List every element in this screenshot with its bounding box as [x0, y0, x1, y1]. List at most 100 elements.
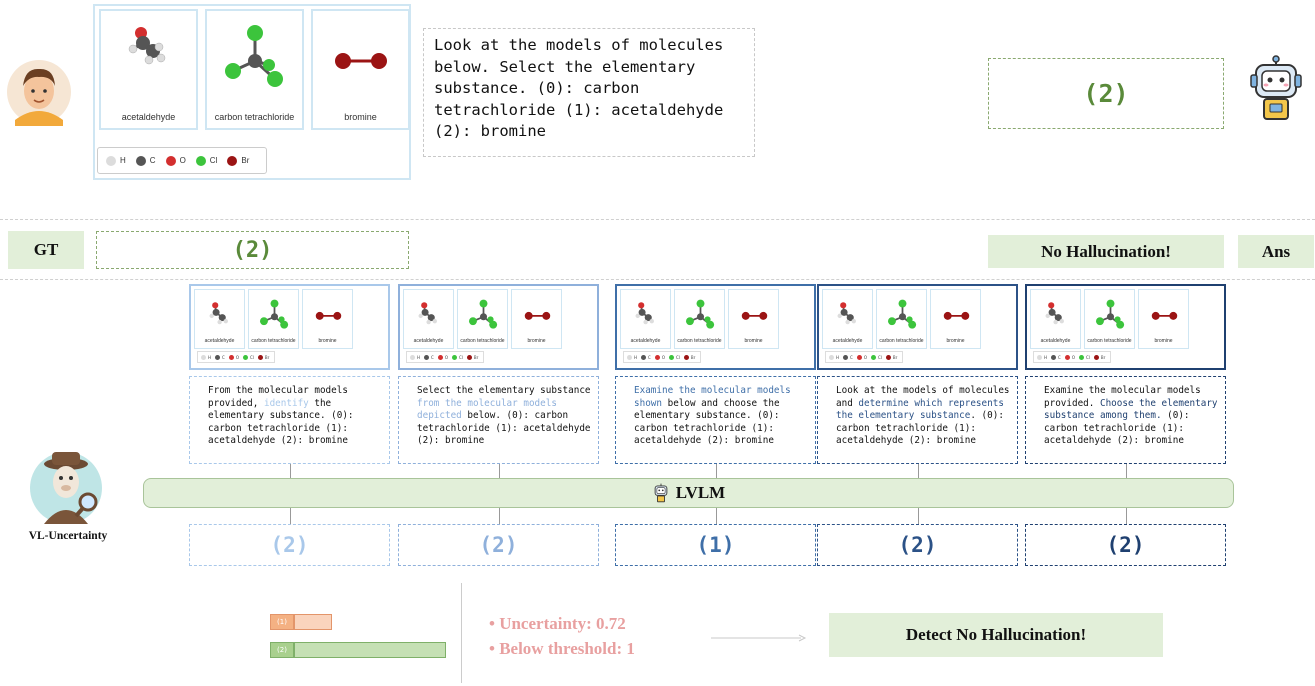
atom-legend: H C O Cl Br: [97, 147, 267, 174]
molecule-model-icon: [315, 311, 342, 320]
verdict-label: No Hallucination!: [988, 235, 1224, 268]
legend-dot-icon: [135, 155, 146, 166]
prompt-text: below. (0): carbon tetrachloride (1): ac…: [417, 410, 591, 447]
gt-answer-text: (2): [232, 237, 273, 263]
bullet-uncertainty: • Uncertainty: 0.72: [489, 614, 626, 633]
perturbed-prompt-box: Examine the molecular models shown below…: [615, 376, 816, 464]
legend-dot-icon: [668, 354, 674, 360]
variant-answer-text: (2): [898, 533, 937, 557]
molecule-cell-bromine: bromine: [302, 289, 353, 349]
legend-label: Cl: [249, 354, 254, 360]
molecule-model-icon: [1095, 299, 1125, 329]
molecule-label: carbon tetrachloride: [677, 338, 722, 344]
molecule-model-icon: [418, 302, 437, 325]
molecule-label: bromine: [527, 338, 546, 344]
legend-label: H: [1044, 354, 1048, 360]
prompt-highlight: determine which represents the elementar…: [836, 397, 1004, 422]
gt-answer-box: (2): [96, 231, 409, 269]
variant-answer-text: (2): [270, 533, 309, 557]
legend-dot-icon: [1078, 354, 1084, 360]
legend-label: Cl: [675, 354, 680, 360]
legend-label: Br: [1100, 354, 1106, 360]
prompt-text: the elementary substance. (0): carbon te…: [208, 397, 354, 447]
connector-line: [917, 508, 919, 524]
prompt-highlight: identify: [263, 397, 309, 409]
legend-label: O: [863, 354, 867, 360]
variant-answer-box: (2): [817, 524, 1018, 566]
legend-label: C: [222, 354, 225, 360]
legend-label: Cl: [877, 354, 882, 360]
prompt-text: Look at the models of molecules and: [836, 385, 1010, 409]
answer-distribution-chart: (1) (2): [270, 610, 460, 665]
molecule-cell-bromine: bromine: [728, 289, 779, 349]
molecule-cell-acetaldehyde: acetaldehyde: [403, 289, 454, 349]
carbon-tetrachloride-model-icon: [225, 25, 283, 87]
legend-dot-icon: [437, 354, 443, 360]
ans-label: Ans: [1238, 235, 1314, 268]
legend-dot-icon: [201, 354, 206, 360]
molecule-model-icon: [1151, 311, 1178, 320]
robot-icon: [1250, 55, 1302, 123]
result-box: Detect No Hallucination!: [829, 613, 1163, 657]
legend-label: Cl: [458, 354, 463, 360]
molecule-cell-carbon-tetrachloride: carbon tetrachloride: [876, 289, 927, 349]
vertical-separator: [461, 583, 462, 683]
legend-label: O: [1071, 354, 1075, 360]
prompt-text: below and choose the elementary substanc…: [634, 397, 780, 447]
connector-line: [917, 464, 919, 478]
legend-dot-icon: [829, 354, 834, 360]
molecule-model-icon: [1045, 302, 1064, 325]
connector-line: [289, 508, 291, 524]
divider: [0, 279, 1315, 280]
connector-line: [715, 464, 717, 478]
connector-line: [498, 508, 500, 524]
question-box: Look at the models of molecules below. S…: [423, 28, 755, 157]
legend-label: C: [149, 156, 156, 165]
legend-dot-icon: [106, 155, 116, 166]
molecule-label: carbon tetrachloride: [251, 338, 296, 344]
molecule-cell-acetaldehyde: acetaldehyde: [620, 289, 671, 349]
molecule-model-icon: [259, 299, 289, 329]
robot-icon: [654, 483, 668, 503]
variant-answer-text: (1): [696, 533, 735, 557]
legend-dot-icon: [641, 354, 647, 360]
variant-answer-box: (2): [398, 524, 599, 566]
arrow: [711, 628, 807, 642]
bar-answer-1: (1): [270, 614, 332, 630]
molecule-label: bromine: [344, 112, 377, 122]
connector-line: [715, 508, 717, 524]
bullet-threshold: • Below threshold: 1: [489, 639, 635, 658]
connector-line: [1125, 508, 1127, 524]
molecule-label: acetaldehyde: [413, 338, 444, 344]
connector-line: [289, 464, 291, 478]
bar-answer-2: (2): [270, 642, 446, 658]
legend-dot-icon: [627, 354, 632, 360]
legend-dot-icon: [257, 354, 263, 360]
legend-dot-icon: [1064, 354, 1070, 360]
molecule-label: carbon tetrachloride: [460, 338, 505, 344]
lvlm-bar: LVLM: [143, 478, 1234, 508]
bromine-model-icon: [335, 53, 387, 69]
molecule-model-icon: [741, 311, 768, 320]
legend-label: Cl: [209, 156, 218, 165]
molecule-label: bromine: [946, 338, 965, 344]
legend-label: Br: [690, 354, 696, 360]
molecule-label: carbon tetrachloride: [1087, 338, 1132, 344]
molecule-label: bromine: [318, 338, 337, 344]
bar-label: (2): [270, 642, 294, 658]
molecule-model-icon: [837, 302, 856, 325]
molecule-image-card: acetaldehyde carbon tetrachloride bromin…: [93, 4, 411, 180]
legend-dot-icon: [228, 354, 234, 360]
molecule-label: carbon tetrachloride: [879, 338, 924, 344]
gt-label: GT: [8, 231, 84, 269]
molecule-label: acetaldehyde: [832, 338, 863, 344]
variant-answer-text: (2): [479, 533, 518, 557]
